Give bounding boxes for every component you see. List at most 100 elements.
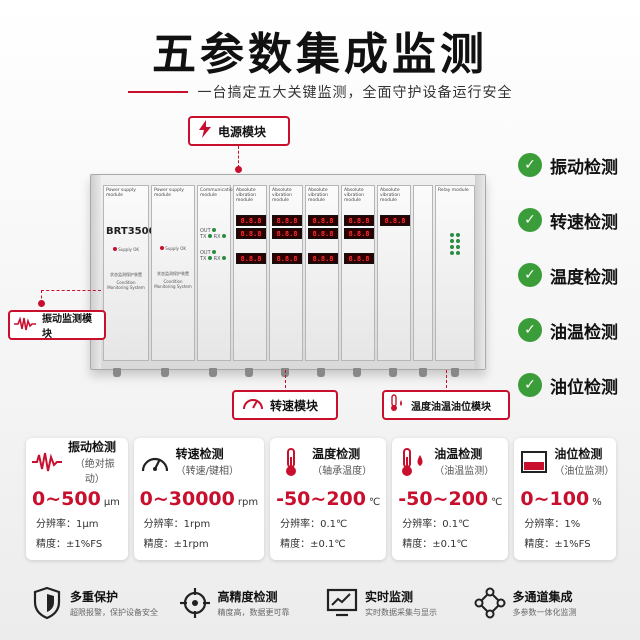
feature-desc: 多参数一体化监测: [512, 608, 577, 617]
metric-range-value: 0~30000: [139, 488, 235, 510]
led: [455, 245, 460, 249]
checklist-label: 油温检测: [550, 322, 618, 343]
page-subtitle: 一台搞定五大关键监测，全面守护设备运行安全: [197, 85, 513, 101]
rack-ear-right: [475, 175, 485, 369]
metric-unit: ℃: [491, 497, 503, 508]
led: [455, 239, 460, 243]
led: [208, 234, 213, 238]
feature-title: 实时监测: [365, 590, 414, 604]
led-row: [438, 251, 472, 257]
vibration-card: Absolute vibration module 8.8.8 8.8.8 8.…: [305, 185, 339, 361]
speedometer-icon: [242, 394, 264, 416]
card-header: Absolute vibration module: [344, 188, 364, 203]
led: [455, 233, 460, 237]
metric-name: 油温检测: [434, 447, 483, 461]
metric-unit: rpm: [237, 497, 259, 508]
feature-text: 高精度检测 精度高，数据更可靠: [218, 588, 290, 618]
communication-card: Communication module OUT TX RX OUT TX RX: [197, 185, 236, 361]
card-header: Absolute vibration module: [380, 188, 400, 203]
feature-text: 多通道集成 多参数一体化监测: [513, 588, 577, 618]
callout-power-label: 电源模块: [218, 124, 267, 139]
card-header: Absolute vibration module: [308, 188, 328, 203]
metric-card-header: 振动检测 （绝对振动）: [32, 440, 122, 485]
checklist-label: 振动检测: [550, 157, 618, 178]
check-icon: ✓: [518, 263, 542, 287]
metric-accuracy: 精度：±1%FS: [524, 539, 591, 550]
metric-accuracy: 精度：±1rpm: [143, 539, 209, 550]
led: [222, 256, 227, 260]
feature-title: 高精度检测: [217, 590, 278, 604]
connector-knob: [209, 368, 217, 377]
feature-item: 实时监测 实时数据采集与显示: [325, 578, 473, 628]
connector-knob: [353, 368, 361, 377]
waveform-icon: [32, 447, 62, 477]
feature-item: 多通道集成 多参数一体化监测: [473, 578, 621, 628]
led-row: TX RX: [200, 256, 228, 262]
shield-icon: [30, 586, 64, 620]
metric-subname: （绝对振动）: [74, 458, 115, 485]
supply-label: Supply OK: [165, 246, 186, 251]
metric-accuracy: 精度：±0.1℃: [280, 539, 346, 550]
cms-label: Condition Monitoring System: [154, 279, 192, 289]
monitor-chart-icon: [325, 586, 359, 620]
callout-vibration-module: 振动监测模块: [8, 310, 106, 340]
led: [208, 256, 213, 260]
cms-label-cn: 状态监测保护装置: [110, 272, 142, 277]
supply-indicator: Supply OK: [154, 246, 192, 251]
connector-knob: [389, 368, 397, 377]
feature-item: 高精度检测 精度高，数据更可靠: [178, 578, 326, 628]
feature-item: 多重保护 超限报警，保护设备安全: [30, 578, 178, 628]
crosshair-icon: [178, 586, 212, 620]
power-supply-card-2: Power supply module Supply OK 状态监测保护装置 C…: [151, 185, 195, 361]
metric-name: 转速检测: [175, 447, 224, 461]
metric-resolution: 分辨率：1μm: [36, 519, 99, 530]
led: [450, 233, 455, 237]
metric-card-header: 油温检测 （油温监测）: [398, 444, 502, 480]
led: [212, 250, 217, 254]
callout-vibration-hline: [41, 290, 101, 291]
tx-rx-indicators: OUT TX RX OUT TX RX: [200, 228, 228, 262]
thermometer-drop-icon: [389, 394, 405, 416]
metric-range: -50~200℃: [398, 488, 502, 510]
feature-text: 多重保护 超限报警，保护设备安全: [70, 588, 158, 618]
feature-checklist: ✓ 振动检测 ✓ 转速检测 ✓ 温度检测 ✓ 油温检测 ✓ 油位检测: [518, 140, 640, 415]
metric-card-header: 转速检测 （转速/键相）: [140, 444, 258, 480]
connector-knob: [451, 368, 459, 377]
seven-seg-display: 8.8.8: [308, 228, 338, 239]
led-row: [438, 239, 472, 245]
metric-subname: （油温监测）: [434, 466, 495, 477]
seven-seg-display: 8.8.8: [236, 215, 266, 226]
rack-ear-left: [91, 175, 101, 369]
metric-subname: （油位监测）: [554, 466, 615, 477]
cms-label: Condition Monitoring System: [107, 280, 145, 290]
callout-temp-oil-label: 温度油温油位模块: [411, 401, 491, 413]
metric-titles: 温度检测 （轴承温度）: [312, 447, 372, 477]
speed-card: Absolute vibration module 8.8.8: [377, 185, 411, 361]
metric-resolution: 分辨率：1%: [524, 519, 581, 530]
connector-knob: [245, 368, 253, 377]
led-row: OUT: [200, 228, 228, 234]
led: [212, 228, 217, 232]
callout-temp-oil-module: 温度油温油位模块: [382, 390, 510, 420]
metric-unit: μm: [103, 497, 120, 508]
metric-subname: （转速/键相）: [175, 466, 239, 477]
lightning-icon: [198, 120, 212, 142]
checklist-item: ✓ 油位检测: [518, 360, 640, 410]
speedometer-icon: [140, 447, 170, 477]
card-header: Communication module: [200, 188, 236, 198]
led: [222, 234, 227, 238]
seven-seg-display: 8.8.8: [236, 253, 266, 264]
waveform-icon: [14, 315, 36, 335]
metric-accuracy: 精度：±0.1℃: [402, 539, 468, 550]
thermometer-drop-icon: [398, 447, 428, 477]
vibration-card: Absolute vibration module 8.8.8 8.8.8 8.…: [233, 185, 267, 361]
check-icon: ✓: [518, 208, 542, 232]
seven-seg-display: 8.8.8: [308, 215, 338, 226]
led: [450, 239, 455, 243]
metric-accuracy: 精度：±1%FS: [36, 539, 103, 550]
metric-resolution: 分辨率：0.1℃: [280, 519, 348, 530]
card-header: Absolute vibration module: [236, 188, 256, 203]
